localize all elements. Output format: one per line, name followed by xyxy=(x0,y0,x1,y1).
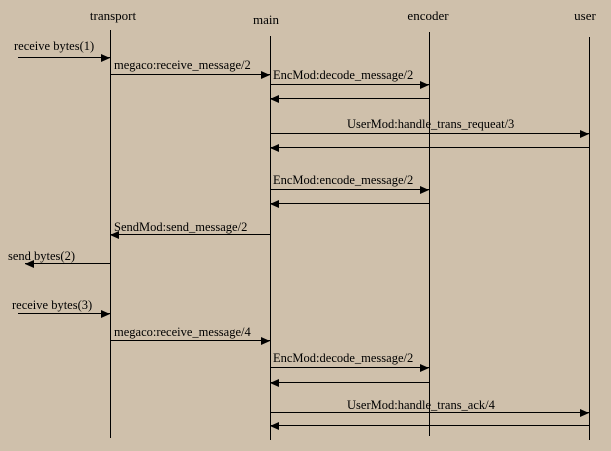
lifeline-user xyxy=(589,37,590,440)
message-arrow xyxy=(25,259,110,268)
lifeline-main xyxy=(270,36,271,440)
return-arrow xyxy=(270,143,589,152)
message-label: receive bytes(3) xyxy=(12,298,93,312)
message-label: megaco:receive_message/2 xyxy=(114,58,251,72)
message-arrow xyxy=(270,363,429,372)
message-arrow xyxy=(18,53,110,62)
message-label: EncMod:encode_message/2 xyxy=(273,173,414,187)
actor-label-encoder: encoder xyxy=(407,8,449,23)
message-label: UserMod:handle_trans_ack/4 xyxy=(347,398,495,412)
message-arrow xyxy=(270,185,429,194)
message-arrow xyxy=(270,129,589,138)
message-label: UserMod:handle_trans_requeat/3 xyxy=(347,117,515,131)
message-label: EncMod:decode_message/2 xyxy=(273,68,414,82)
actor-label-main: main xyxy=(253,12,279,27)
message-label: receive bytes(1) xyxy=(14,39,95,53)
lifeline-encoder xyxy=(429,32,430,436)
message-arrow xyxy=(270,408,589,417)
return-arrow xyxy=(270,199,429,208)
message-arrow xyxy=(270,80,429,89)
message-label: send bytes(2) xyxy=(8,249,75,263)
return-arrow xyxy=(270,421,589,430)
actor-label-transport: transport xyxy=(89,8,137,23)
message-arrow xyxy=(110,70,270,79)
message-label: EncMod:decode_message/2 xyxy=(273,351,414,365)
message-arrow xyxy=(110,230,270,239)
return-arrow xyxy=(270,94,429,103)
actor-label-user: user xyxy=(574,8,596,23)
message-label: megaco:receive_message/4 xyxy=(114,325,251,339)
message-arrow xyxy=(18,309,110,318)
message-label: SendMod:send_message/2 xyxy=(114,220,248,234)
message-arrow xyxy=(110,336,270,345)
return-arrow xyxy=(270,378,429,387)
